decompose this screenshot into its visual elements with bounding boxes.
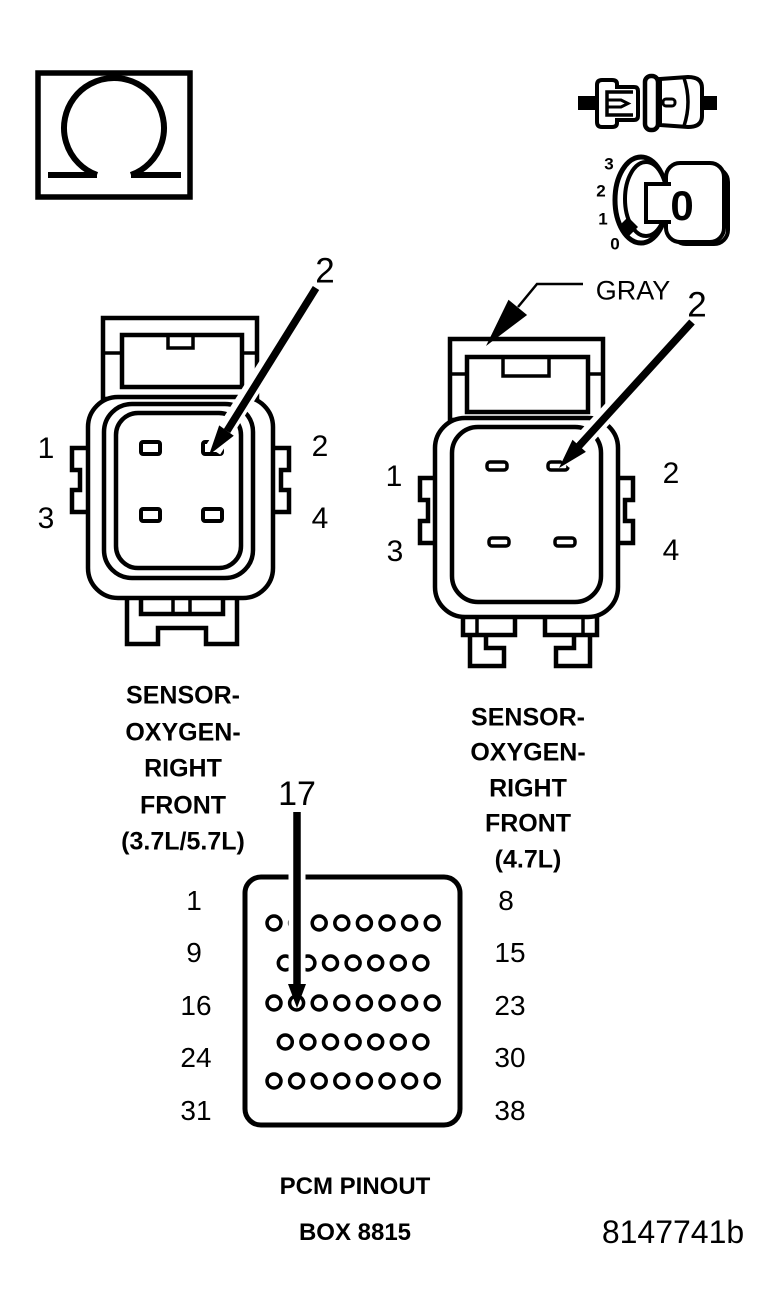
pcm-pin bbox=[276, 1033, 295, 1051]
pcm-row-label-right: 15 bbox=[494, 937, 526, 968]
pcm-pin bbox=[344, 954, 362, 972]
callout-arrows bbox=[205, 282, 699, 1008]
dial-scale-label: 2 bbox=[596, 181, 606, 201]
left-connector-caption-line: RIGHT bbox=[144, 754, 222, 783]
pcm-caption-line: BOX 8815 bbox=[298, 1219, 412, 1246]
oxygen-sensor-connector-37-57-drawing bbox=[69, 315, 292, 647]
pcm-pin bbox=[287, 1072, 306, 1090]
ohmmeter-icon bbox=[35, 70, 193, 200]
left-connector-pin-label-3: 3 bbox=[37, 502, 55, 535]
oxygen-sensor-connector-47-drawing bbox=[417, 336, 636, 669]
pcm-pin bbox=[378, 994, 396, 1012]
pcm-pin bbox=[366, 954, 385, 972]
pcm-pin bbox=[400, 994, 419, 1012]
pin17-arrow bbox=[288, 812, 306, 1008]
pcm-row-label-left: 16 bbox=[180, 990, 212, 1021]
pcm-row-label-right: 30 bbox=[494, 1042, 526, 1073]
pcm-pin bbox=[310, 914, 328, 932]
dial-scale-label: 1 bbox=[598, 209, 608, 229]
pcm-pin bbox=[333, 914, 351, 932]
pcm-pin-grid bbox=[265, 914, 441, 1090]
disconnect-connector-icon bbox=[578, 73, 717, 133]
pcm-pin bbox=[400, 914, 419, 932]
pcm-pin bbox=[333, 994, 351, 1012]
pcm-row-label-left: 31 bbox=[180, 1095, 212, 1126]
right-connector-caption-line: RIGHT bbox=[489, 774, 567, 803]
right-connector-caption-line: (4.7L) bbox=[494, 845, 562, 874]
pcm-pin bbox=[400, 1072, 419, 1090]
pcm-row-label-right: 38 bbox=[494, 1095, 526, 1126]
pin17-callout: 17 bbox=[278, 775, 316, 813]
pcm-pin bbox=[299, 1033, 317, 1051]
pcm-pin bbox=[355, 994, 374, 1012]
figure-number: 8147741b bbox=[601, 1214, 745, 1250]
right-connector-caption-line: FRONT bbox=[484, 809, 572, 838]
left-connector-pin-label-4: 4 bbox=[311, 502, 329, 535]
right-connector-caption-line: SENSOR- bbox=[471, 703, 585, 732]
left-connector-caption-line: OXYGEN- bbox=[125, 718, 241, 747]
right-connector-caption-line: OXYGEN- bbox=[470, 738, 586, 767]
pcm-pin bbox=[389, 1033, 408, 1051]
pin2-arrow-left bbox=[209, 286, 320, 455]
pcm-row-label-right: 23 bbox=[494, 990, 526, 1021]
pcm-pin bbox=[423, 994, 441, 1012]
pcm-pin bbox=[265, 914, 283, 932]
dial-scale-label: 3 bbox=[604, 154, 614, 174]
pcm-pin bbox=[265, 1072, 283, 1090]
pcm-pin bbox=[344, 1033, 362, 1051]
pcm-row-label-left: 24 bbox=[180, 1042, 212, 1073]
dial-display-value: 0 bbox=[670, 182, 694, 229]
pcm-pin bbox=[321, 954, 340, 972]
left-connector-pin-label-2: 2 bbox=[311, 430, 329, 463]
right-connector-pin-label-1: 1 bbox=[385, 460, 403, 493]
pcm-pin bbox=[412, 954, 430, 972]
pcm-row-label-left: 9 bbox=[186, 937, 202, 968]
pin2-arrow-right bbox=[559, 319, 695, 468]
left-connector-caption-line: SENSOR- bbox=[126, 681, 240, 710]
left-connector-caption-line: (3.7L/5.7L) bbox=[121, 827, 245, 856]
left-connector-pin-label-1: 1 bbox=[37, 432, 55, 465]
right-connector-pin-label-3: 3 bbox=[386, 535, 404, 568]
right-connector-pin-label-2: 2 bbox=[662, 457, 680, 490]
pcm-pin bbox=[389, 954, 408, 972]
left-connector-caption-line: FRONT bbox=[139, 791, 227, 820]
pcm-pin bbox=[378, 1072, 396, 1090]
gray-leader-arrow bbox=[486, 282, 583, 346]
pcm-pin bbox=[378, 914, 396, 932]
pcm-pin bbox=[265, 994, 283, 1012]
pcm-pin bbox=[310, 994, 328, 1012]
rotary-dial-icon bbox=[612, 154, 730, 246]
pcm-pin bbox=[366, 1033, 385, 1051]
gray-color-label: GRAY bbox=[595, 275, 671, 306]
pin2-callout-right: 2 bbox=[687, 285, 707, 325]
pcm-pin bbox=[333, 1072, 351, 1090]
pcm-box-drawing bbox=[242, 874, 463, 1128]
pcm-pin bbox=[412, 1033, 430, 1051]
dial-scale-label: 0 bbox=[610, 234, 620, 254]
pcm-pin bbox=[355, 1072, 374, 1090]
pcm-pin bbox=[355, 914, 374, 932]
pcm-pin bbox=[423, 1072, 441, 1090]
pin2-callout-left: 2 bbox=[315, 251, 335, 291]
pcm-pin bbox=[423, 914, 441, 932]
pcm-pin bbox=[310, 1072, 328, 1090]
pcm-row-label-right: 8 bbox=[498, 885, 514, 916]
right-connector-pin-label-4: 4 bbox=[662, 534, 680, 567]
pcm-pin bbox=[321, 1033, 340, 1051]
pcm-caption-line: PCM PINOUT bbox=[279, 1173, 431, 1200]
pcm-row-label-left: 1 bbox=[186, 885, 202, 916]
